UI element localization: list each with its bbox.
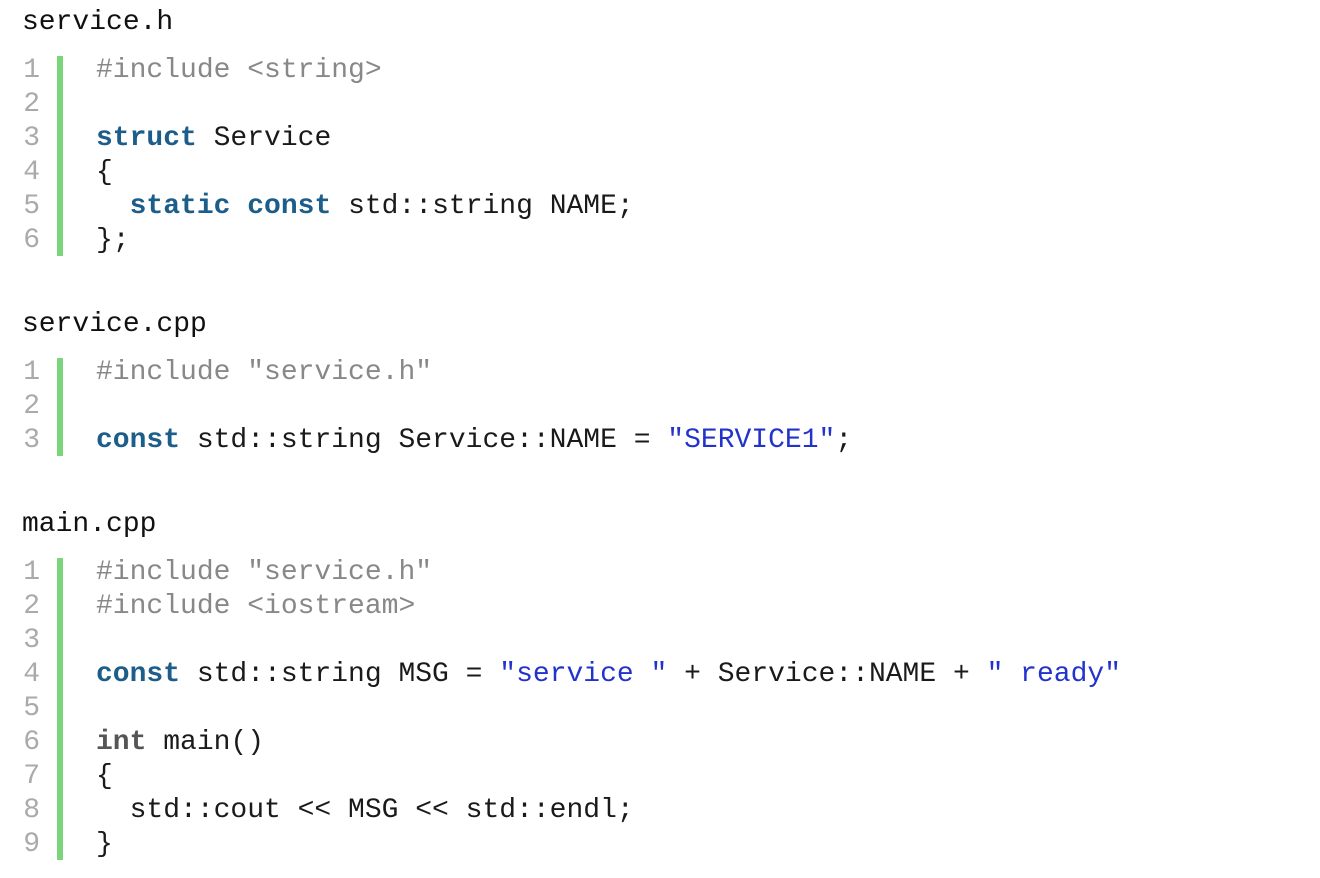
line-number: 8 xyxy=(23,795,40,826)
code-text: const std::string Service::NAME = "SERVI… xyxy=(96,424,852,458)
code-line: 2 xyxy=(0,390,1320,424)
code-line: 1 #include "service.h" xyxy=(0,556,1320,590)
code-token: + Service::NAME + xyxy=(667,659,987,690)
code-token: std::cout << MSG << std::endl; xyxy=(96,795,634,826)
code-token: std::string NAME; xyxy=(331,191,634,222)
code-text: { xyxy=(96,760,113,794)
gutter-bar xyxy=(57,358,63,456)
code-token: struct xyxy=(96,123,197,154)
gutter-bar xyxy=(57,56,63,256)
code-token: #include "service.h" xyxy=(96,557,433,588)
line-number: 5 xyxy=(23,693,40,724)
code-text: #include <string> xyxy=(96,54,382,88)
line-number: 6 xyxy=(23,225,40,256)
line-number: 3 xyxy=(23,425,40,456)
file-title: service.cpp xyxy=(22,309,207,340)
code-text: struct Service xyxy=(96,122,331,156)
code-token: const xyxy=(96,659,181,690)
code-line: 8 std::cout << MSG << std::endl; xyxy=(0,794,1320,828)
code-block: 1 #include "service.h" 2 #include <iostream… xyxy=(0,556,1320,862)
line-number: 3 xyxy=(23,625,40,656)
code-line: 1 #include "service.h" xyxy=(0,356,1320,390)
line-number: 4 xyxy=(23,157,40,188)
code-token: const xyxy=(247,191,332,222)
code-line: 6 int main() xyxy=(0,726,1320,760)
code-token: ; xyxy=(835,425,853,456)
code-token xyxy=(230,191,247,222)
code-text: #include "service.h" xyxy=(96,556,432,590)
code-token: Service xyxy=(196,123,332,154)
code-line: 2 xyxy=(0,88,1320,122)
code-line: 6}; xyxy=(0,224,1320,258)
code-line: 4{ xyxy=(0,156,1320,190)
file-title: service.h xyxy=(22,7,174,38)
code-token: "service " xyxy=(499,659,668,690)
code-text: #include <iostream> xyxy=(96,590,415,624)
code-token: main() xyxy=(146,727,265,758)
gutter-bar xyxy=(57,558,63,860)
code-text: { xyxy=(96,156,113,190)
code-line: 5 xyxy=(0,692,1320,726)
code-line: 1 #include <string> xyxy=(0,54,1320,88)
code-token: #include <iostream> xyxy=(96,591,416,622)
code-token: #include <string> xyxy=(96,55,382,86)
code-text: }; xyxy=(96,224,130,258)
line-number: 1 xyxy=(23,557,40,588)
line-number: 7 xyxy=(23,761,40,792)
code-text: static const std::string NAME; xyxy=(96,190,634,224)
code-token: const xyxy=(96,425,181,456)
line-number: 3 xyxy=(23,123,40,154)
code-token: }; xyxy=(96,225,130,256)
code-line: 3 xyxy=(0,624,1320,658)
line-number: 2 xyxy=(23,89,40,120)
code-token: } xyxy=(96,829,113,860)
code-text: const std::string MSG = "service " + Ser… xyxy=(96,658,1121,692)
line-number: 4 xyxy=(23,659,40,690)
code-line: 5 static const std::string NAME; xyxy=(0,190,1320,224)
code-token: { xyxy=(96,761,113,792)
code-token: { xyxy=(96,157,113,188)
code-line: 3 struct Service xyxy=(0,122,1320,156)
code-token: int xyxy=(96,727,147,758)
file-title: main.cpp xyxy=(22,509,157,540)
code-token: #include "service.h" xyxy=(96,357,433,388)
code-token: std::string Service::NAME = xyxy=(180,425,668,456)
code-line: 2 #include <iostream> xyxy=(0,590,1320,624)
code-text: int main() xyxy=(96,726,264,760)
code-line: 3 const std::string Service::NAME = "SERV… xyxy=(0,424,1320,458)
line-number: 9 xyxy=(23,829,40,860)
code-token: " ready" xyxy=(986,659,1121,690)
code-token xyxy=(96,191,130,222)
line-number: 2 xyxy=(23,591,40,622)
line-number: 1 xyxy=(23,357,40,388)
code-token: std::string MSG = xyxy=(180,659,500,690)
line-number: 5 xyxy=(23,191,40,222)
code-token: "SERVICE1" xyxy=(667,425,836,456)
code-line: 4 const std::string MSG = "service " + Se… xyxy=(0,658,1320,692)
line-number: 6 xyxy=(23,727,40,758)
line-number: 2 xyxy=(23,391,40,422)
code-token: static xyxy=(129,191,231,222)
code-line: 9} xyxy=(0,828,1320,862)
line-number: 1 xyxy=(23,55,40,86)
code-line: 7{ xyxy=(0,760,1320,794)
code-text: std::cout << MSG << std::endl; xyxy=(96,794,634,828)
code-text: } xyxy=(96,828,113,862)
code-text: #include "service.h" xyxy=(96,356,432,390)
